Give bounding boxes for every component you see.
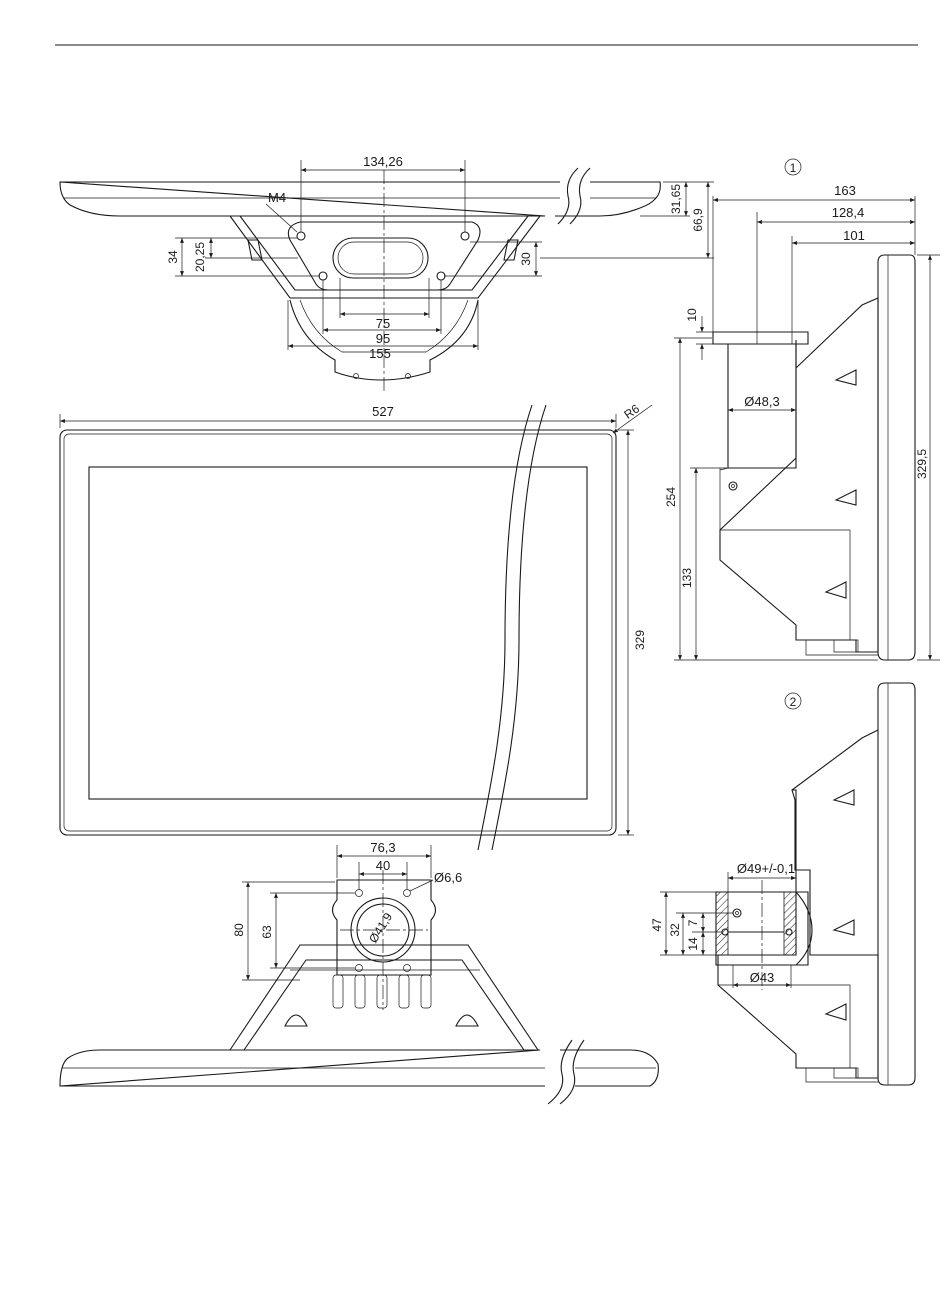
dim-48-3: Ø48,3 bbox=[744, 394, 779, 409]
dim-163: 163 bbox=[834, 183, 856, 198]
dim-7: 7 bbox=[686, 919, 700, 926]
dim-95: 95 bbox=[376, 331, 390, 346]
dim-43: Ø43 bbox=[750, 970, 775, 985]
dim-20-25: 20,25 bbox=[193, 242, 207, 272]
dim-134-26: 134,26 bbox=[363, 154, 403, 169]
dim-76-3: 76,3 bbox=[370, 840, 395, 855]
dim-80: 80 bbox=[232, 923, 246, 937]
dim-10: 10 bbox=[685, 308, 699, 322]
dim-34: 34 bbox=[166, 250, 180, 264]
dim-32: 32 bbox=[668, 923, 682, 937]
dim-14: 14 bbox=[686, 937, 700, 951]
bottom-view: 76,3 40 Ø6,6 Ø41,9 80 63 bbox=[60, 840, 658, 1104]
dim-527: 527 bbox=[372, 404, 394, 419]
side-view-1: 1 163 128,4 101 bbox=[664, 159, 940, 660]
dim-49: Ø49+/-0,1 bbox=[737, 861, 795, 876]
side-view-2: 2 Ø49+/-0,1 Ø43 bbox=[650, 683, 915, 1085]
dim-41-9: Ø41,9 bbox=[366, 910, 395, 945]
dim-m4: M4 bbox=[268, 190, 286, 205]
dim-128-4: 128,4 bbox=[832, 205, 865, 220]
dim-254: 254 bbox=[664, 487, 678, 507]
front-view: 527 R6 329 bbox=[60, 401, 652, 850]
dim-101: 101 bbox=[843, 228, 865, 243]
dim-155: 155 bbox=[369, 346, 391, 361]
dim-66-9: 66,9 bbox=[691, 208, 705, 232]
dim-47: 47 bbox=[650, 918, 664, 932]
dim-6-6: Ø6,6 bbox=[434, 870, 462, 885]
dim-31-65: 31,65 bbox=[669, 184, 683, 214]
dim-329-5: 329,5 bbox=[915, 449, 929, 479]
dim-329: 329 bbox=[633, 630, 647, 650]
top-view: 134,26 M4 31,65 66,9 34 20,25 30 75 95 bbox=[60, 154, 714, 392]
dim-75: 75 bbox=[376, 316, 390, 331]
dim-r6: R6 bbox=[621, 401, 642, 421]
dim-63: 63 bbox=[260, 925, 274, 939]
dim-133: 133 bbox=[680, 568, 694, 588]
dim-30: 30 bbox=[519, 252, 533, 266]
connector-group bbox=[333, 975, 431, 1008]
dim-40: 40 bbox=[376, 858, 390, 873]
callout-1: 1 bbox=[790, 161, 797, 175]
callout-2: 2 bbox=[790, 695, 797, 709]
